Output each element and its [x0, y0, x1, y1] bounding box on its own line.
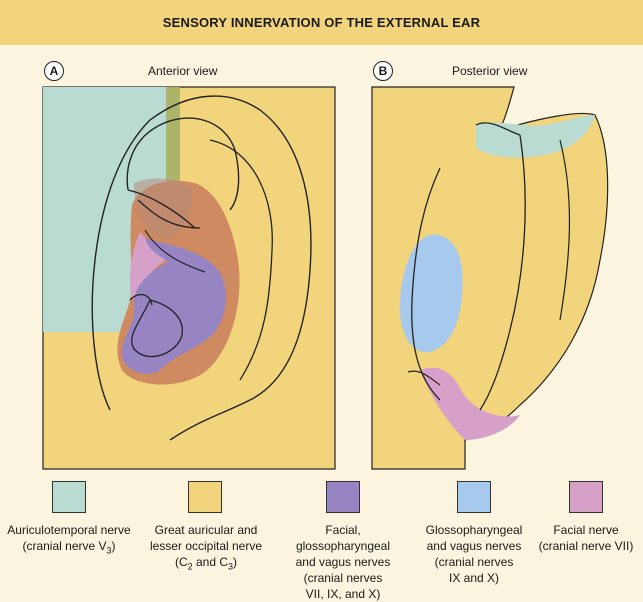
panel-a-label: Anterior view — [148, 64, 218, 78]
legend-swatch-facial-glosso-vagus — [326, 481, 360, 513]
legend-label-auriculotemporal: Auriculotemporal nerve (cranial nerve V3… — [7, 523, 131, 556]
legend-swatch-great-auricular — [188, 481, 222, 513]
anterior-view-panel — [42, 86, 336, 470]
auriculotemporal-region-posterior — [476, 115, 595, 158]
panel-a-letter: A — [44, 61, 64, 81]
legend-swatch-glosso-vagus — [457, 481, 491, 513]
legend-swatch-auriculotemporal — [52, 481, 86, 513]
legend-label-facial-glosso-vagus: Facial, glossopharyngeal and vagus nerve… — [295, 523, 391, 601]
legend-label-glosso-vagus: Glossopharyngeal and vagus nerves (crani… — [425, 523, 523, 585]
facial-glosso-vagus-region-anterior — [121, 238, 226, 374]
facial-region-anterior — [130, 232, 170, 300]
legend-label-great-auricular: Great auricular and lesser occipital ner… — [149, 523, 263, 572]
posterior-view-panel — [371, 86, 609, 470]
legend-label-facial: Facial nerve (cranial nerve VII) — [538, 523, 634, 553]
panel-b-label: Posterior view — [452, 64, 528, 78]
panel-b-letter: B — [373, 61, 393, 81]
diagram-title: SENSORY INNERVATION OF THE EXTERNAL EAR — [0, 0, 643, 45]
facial-region-posterior — [420, 367, 520, 440]
legend-swatch-facial — [569, 481, 603, 513]
